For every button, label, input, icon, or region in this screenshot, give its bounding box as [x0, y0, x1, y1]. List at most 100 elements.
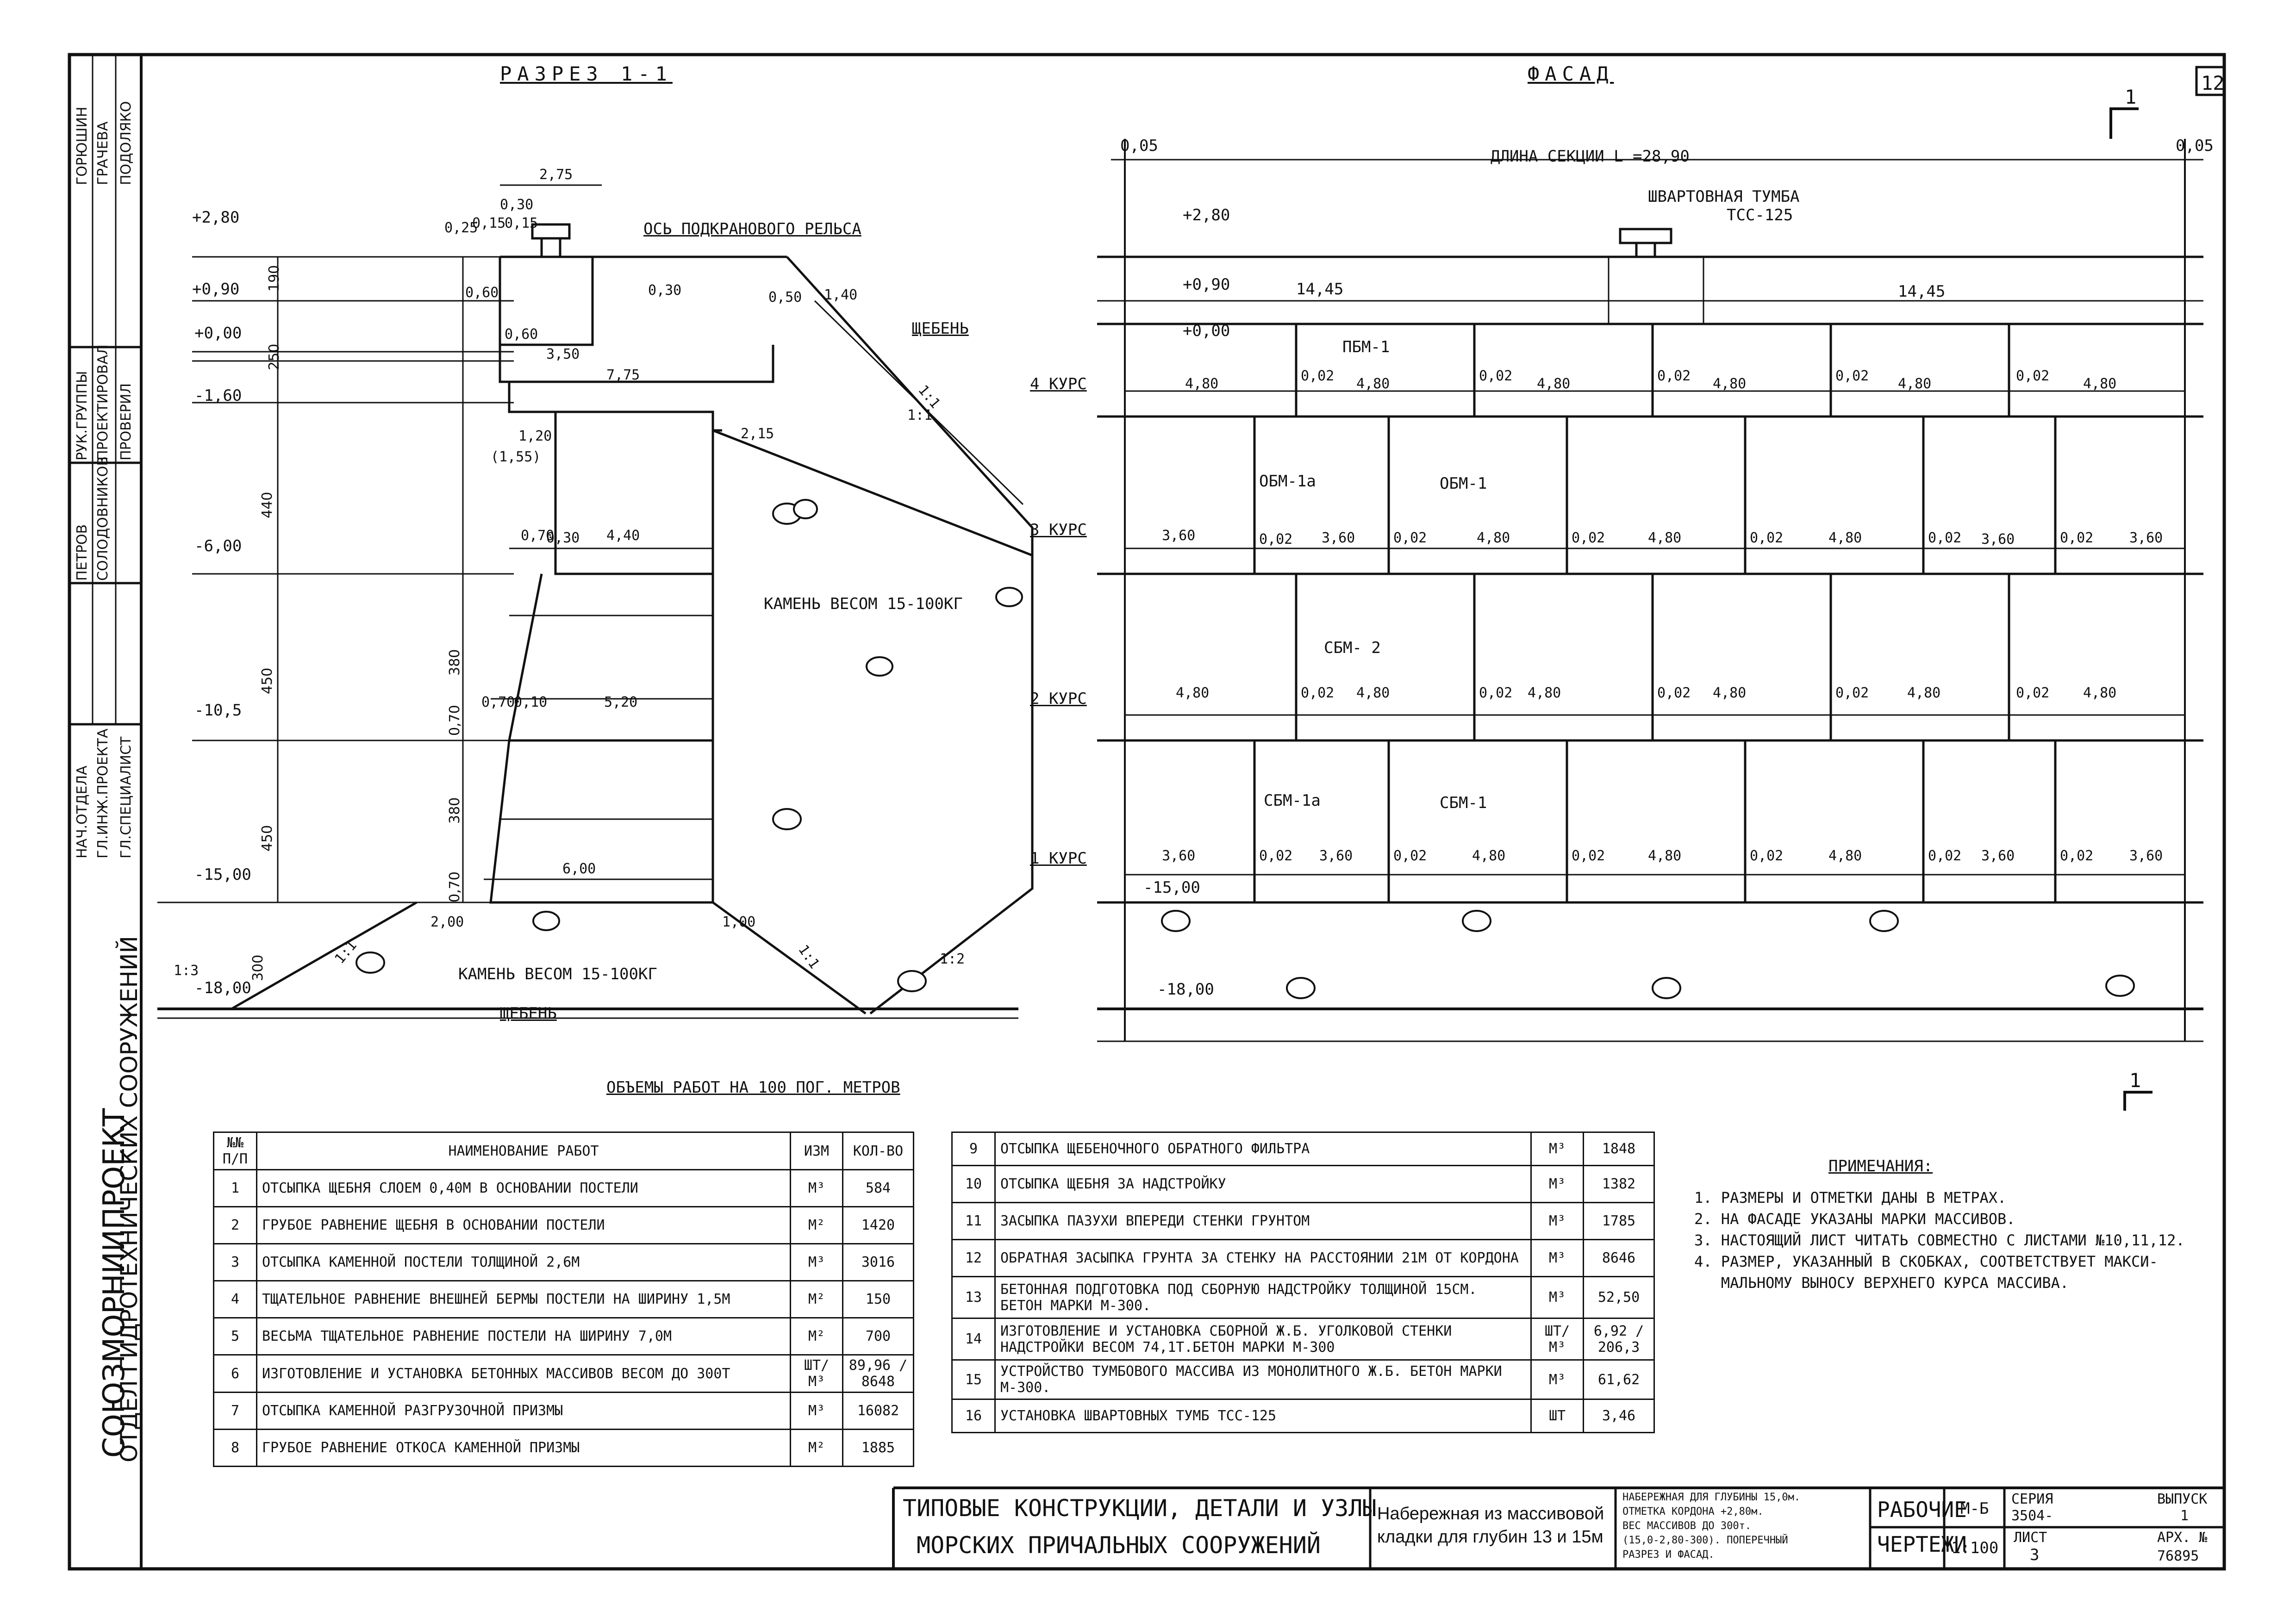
course-dim: 0,02 — [1301, 685, 1335, 701]
section-outline — [157, 184, 1034, 1019]
issue-value: 1 — [2180, 1508, 2189, 1524]
course-dim: 0,02 — [1393, 848, 1427, 864]
table-cell: 16082 — [842, 1392, 914, 1430]
title-desc-line1: Набережная из массивовой — [1377, 1504, 1604, 1524]
table-cell: 89,96 / 8648 — [842, 1354, 914, 1393]
table-cell: 4 — [213, 1280, 257, 1318]
dim: 5,20 — [604, 694, 638, 710]
sheet-label: ЛИСТ — [2014, 1530, 2047, 1546]
block-mark: СБМ- 2 — [1324, 639, 1381, 657]
table-cell: 15 — [951, 1359, 996, 1400]
course-dim: 0,02 — [1259, 848, 1293, 864]
course-dim: 4,80 — [1356, 685, 1390, 701]
header-qty: КОЛ-ВО — [842, 1132, 914, 1170]
title-block-frame — [892, 1486, 2224, 1569]
table-cell: 3 — [213, 1243, 257, 1281]
dim: 0,15 — [472, 215, 506, 231]
table-cell: ГРУБОЕ РАВНЕНИЕ ОТКОСА КАМЕННОЙ ПРИЗМЫ — [256, 1429, 791, 1467]
course-dim: 0,02 — [1301, 368, 1335, 384]
table-cell: ОТСЫПКА ЩЕБЕНОЧНОГО ОБРАТНОГО ФИЛЬТРА — [994, 1132, 1532, 1166]
course-dim: 3,60 — [1319, 848, 1353, 864]
facade-outline — [1097, 107, 2203, 1111]
level-label: +0,90 — [192, 280, 240, 298]
table-cell: ОТСЫПКА КАМЕННОЙ РАЗГРУЗОЧНОЙ ПРИЗМЫ — [256, 1392, 791, 1430]
name-gracheva: ГРАЧЕВА — [95, 121, 111, 185]
dim: 0,70 — [481, 694, 515, 710]
level-label: +2,80 — [192, 208, 240, 227]
table-cell: ШТ/М³ — [790, 1354, 843, 1393]
dim-vertical: 250 — [266, 343, 282, 370]
course-dim: 0,02 — [1750, 848, 1784, 864]
dim-vertical: 190 — [266, 265, 282, 292]
course-dim: 3,60 — [1981, 531, 2015, 547]
half-length: 14,45 — [1898, 282, 1946, 301]
dim-vertical: 440 — [259, 491, 275, 518]
spec-line: НАБЕРЕЖНАЯ ДЛЯ ГЛУБИНЫ 15,0м. — [1622, 1492, 1801, 1503]
slope-label: 1:3 — [174, 963, 199, 979]
table-cell: М² — [790, 1280, 843, 1318]
course-dim: 4,80 — [1898, 376, 1932, 392]
course-dim: 0,02 — [1572, 530, 1605, 546]
course-dim: 0,02 — [2060, 848, 2094, 864]
table-cell: ВЕСЬМА ТЩАТЕЛЬНОЕ РАВНЕНИЕ ПОСТЕЛИ НА ШИ… — [256, 1317, 791, 1356]
table-cell: 13 — [951, 1276, 996, 1319]
table-cell: ИЗГОТОВЛЕНИЕ И УСТАНОВКА СБОРНОЙ Ж.Б. УГ… — [994, 1318, 1532, 1361]
note-item: 4. РАЗМЕР, УКАЗАННЫЙ В СКОБКАХ, СООТВЕТС… — [1694, 1253, 2158, 1270]
issue-label: ВЫПУСК — [2157, 1491, 2208, 1507]
course-dim: 0,02 — [1572, 848, 1605, 864]
header-name: НАИМЕНОВАНИЕ РАБОТ — [256, 1132, 791, 1170]
bollard-label: ШВАРТОВНАЯ ТУМБА — [1648, 187, 1800, 206]
table-cell: 6 — [213, 1354, 257, 1393]
table-cell: 12 — [951, 1239, 996, 1277]
table-cell: М³ — [1530, 1239, 1584, 1277]
course-dim: 0,02 — [1657, 685, 1691, 701]
role-designer: ПРОЕКТИРОВАЛ — [95, 344, 111, 460]
level-label: -15,00 — [194, 865, 251, 884]
table-cell: 52,50 — [1583, 1276, 1655, 1319]
section-mark: 1 — [2129, 1069, 2141, 1092]
table-header-row: №№ П/П НАИМЕНОВАНИЕ РАБОТ ИЗМ КОЛ-ВО — [213, 1132, 914, 1170]
table-cell: 1885 — [842, 1429, 914, 1467]
sheet-frame — [68, 53, 2226, 1571]
dim: 0,30 — [648, 282, 682, 298]
spec-line: ВЕС МАССИВОВ ДО 300т. — [1622, 1520, 1752, 1532]
course-dim: 4,80 — [1648, 530, 1682, 546]
header-unit: ИЗМ — [790, 1132, 843, 1170]
block-mark: ОБМ-1 — [1440, 474, 1487, 493]
table-cell: 16 — [951, 1399, 996, 1433]
stone-fill-marks — [356, 499, 2135, 999]
stone-label-bed: КАМЕНЬ ВЕСОМ 15-100КГ — [458, 965, 657, 983]
spec-line: РАЗРЕЗ И ФАСАД. — [1622, 1549, 1715, 1561]
series-value: 3504- — [2011, 1508, 2053, 1524]
dim: 2,00 — [430, 914, 464, 930]
dim: 2,15 — [741, 426, 774, 442]
table-cell: 3016 — [842, 1243, 914, 1281]
level-label: -18,00 — [194, 979, 251, 997]
scale: 1:100 — [1951, 1539, 1999, 1557]
level-label: +0,90 — [1183, 275, 1230, 294]
table-cell: ОТСЫПКА ЩЕБНЯ ЗА НАДСТРОЙКУ — [994, 1165, 1532, 1203]
course-dim: 0,02 — [1835, 685, 1869, 701]
table-cell: М³ — [1530, 1132, 1584, 1166]
table-cell: М³ — [1530, 1202, 1584, 1240]
title-main-line1: ТИПОВЫЕ КОНСТРУКЦИИ, ДЕТАЛИ И УЗЛЫ — [903, 1495, 1377, 1522]
note-item: 3. НАСТОЯЩИЙ ЛИСТ ЧИТАТЬ СОВМЕСТНО С ЛИС… — [1694, 1231, 2185, 1249]
table-cell: 7 — [213, 1392, 257, 1430]
course-dim: 0,02 — [2016, 685, 2050, 701]
role-chief-engineer: ГЛ.ИНЖ.ПРОЕКТА — [95, 728, 111, 858]
role-checker: ПРОВЕРИЛ — [118, 383, 134, 460]
course-label: 4 КУРС — [1030, 375, 1087, 393]
dim-vertical: 0,70 — [447, 705, 463, 736]
header-num: №№ П/П — [213, 1132, 257, 1170]
table-cell: М³ — [790, 1392, 843, 1430]
dim-vertical: 300 — [250, 954, 266, 981]
course-dim: 3,60 — [1162, 528, 1196, 544]
table-cell: УСТАНОВКА ШВАРТОВНЫХ ТУМБ ТСС-125 — [994, 1399, 1532, 1433]
role-specialist: ГЛ.СПЕЦИАЛИСТ — [118, 736, 134, 858]
